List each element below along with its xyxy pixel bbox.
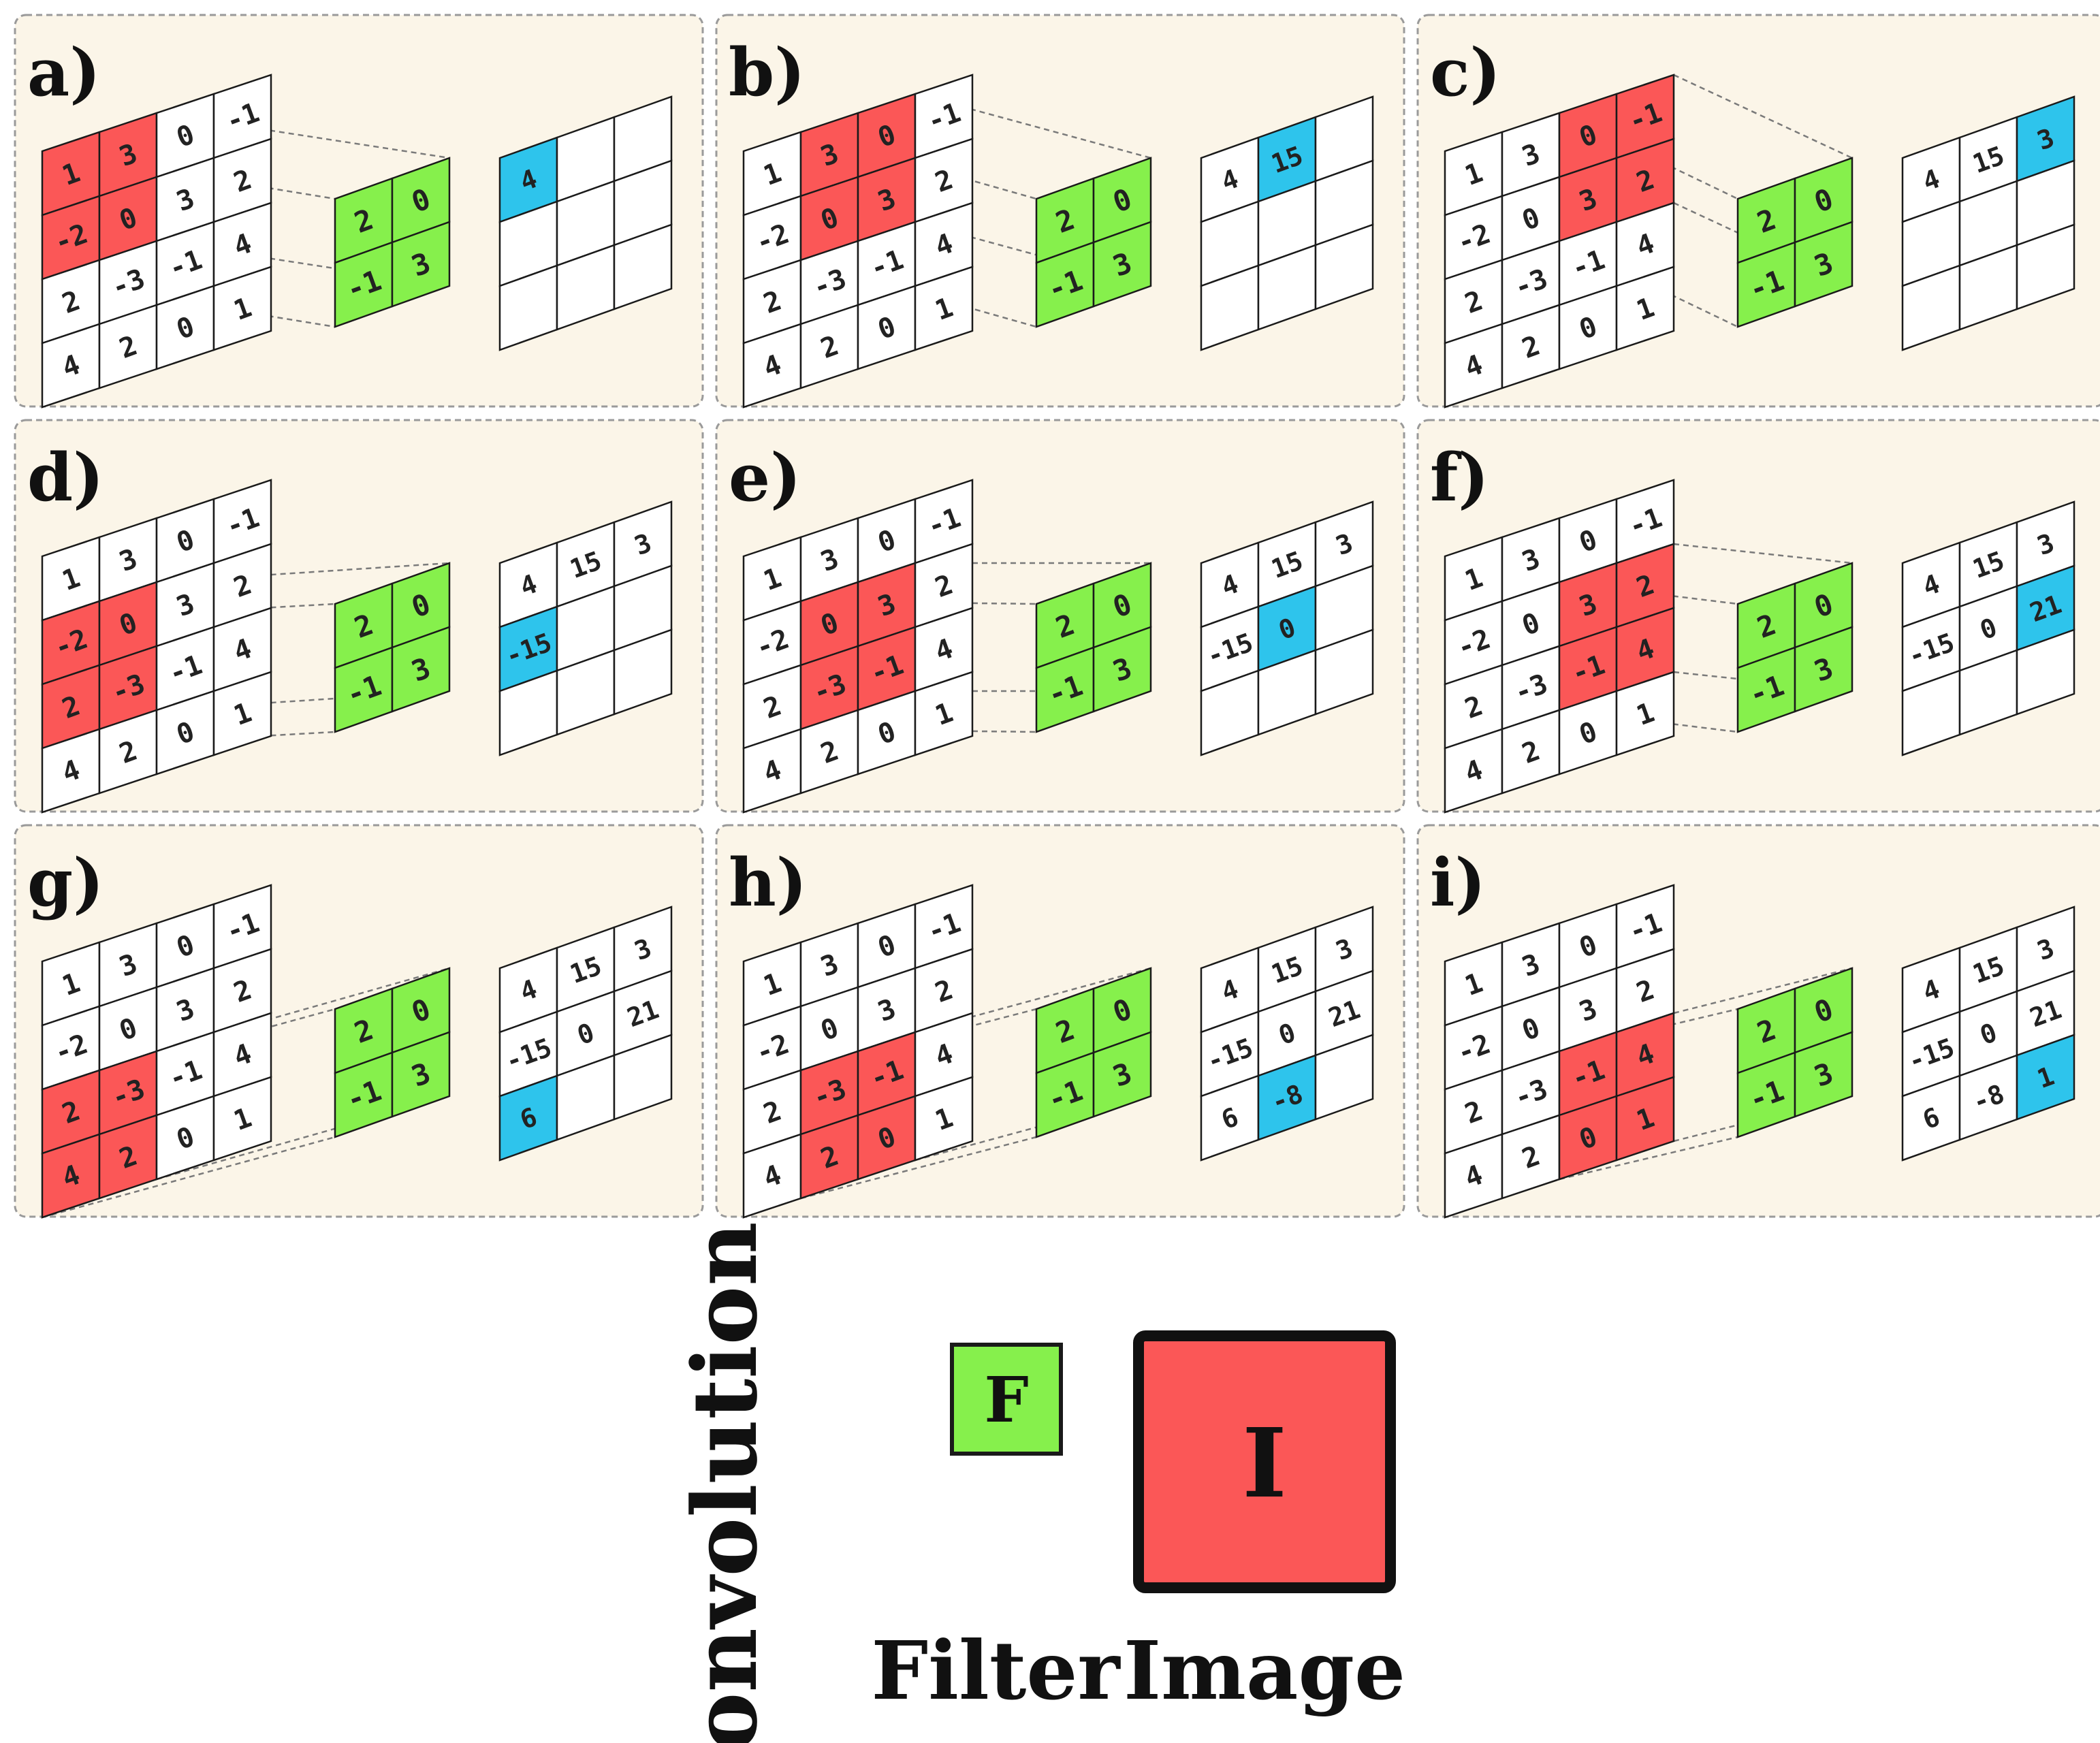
projection-line	[156, 1095, 450, 1181]
filter-cell	[391, 626, 451, 713]
legend-filter-label: Filter	[871, 1623, 1121, 1718]
filter-cell	[391, 1031, 451, 1118]
legend-filter-symbol: F	[984, 1363, 1028, 1437]
projection-line	[1559, 1136, 1738, 1181]
image-cell	[212, 1076, 272, 1162]
image-cell	[914, 1076, 974, 1162]
legend-image-label: Image	[1124, 1623, 1405, 1718]
filter-cell	[1092, 626, 1152, 713]
output-cell	[2016, 1034, 2075, 1121]
filter-cell	[1092, 221, 1152, 308]
legend-title: Convolution	[673, 1221, 777, 1743]
filter-cell	[1794, 1031, 1854, 1118]
filter-cell	[1794, 626, 1854, 713]
image-cell	[1615, 266, 1675, 351]
output-cell	[613, 628, 673, 716]
output-cell	[2016, 223, 2075, 310]
panel-label: e)	[729, 439, 801, 516]
output-cell	[2016, 628, 2075, 716]
projection-line	[800, 1136, 1037, 1200]
image-cell	[1615, 671, 1675, 756]
image-cell	[914, 266, 974, 351]
panel-label: h)	[729, 844, 807, 921]
panel-label: g)	[27, 844, 104, 921]
projection-line	[1673, 74, 1853, 159]
panel-label: b)	[729, 34, 806, 111]
projection-line	[1673, 967, 1853, 1014]
filter-cell	[1794, 221, 1854, 308]
image-cell	[914, 671, 974, 756]
panel-label: c)	[1430, 34, 1501, 111]
output-cell	[1314, 223, 1374, 310]
panel-label: i)	[1430, 844, 1486, 921]
legend: Convolution F Filter I Image	[673, 1221, 1405, 1743]
output-cell	[1314, 628, 1374, 716]
output-cell	[1314, 1034, 1374, 1121]
projection-line	[1673, 543, 1853, 564]
filter-cell	[1092, 1031, 1152, 1118]
legend-filter-box	[950, 1343, 1063, 1456]
panel-label: a)	[27, 34, 101, 111]
output-cell	[613, 223, 673, 310]
legend-image-symbol: I	[1242, 1408, 1287, 1520]
panel-label: f)	[1430, 439, 1489, 516]
legend-image-box	[1133, 1330, 1396, 1593]
output-cell	[613, 1034, 673, 1121]
image-cell	[212, 266, 272, 351]
image-cell	[1615, 1076, 1675, 1162]
projection-line	[42, 1136, 336, 1219]
image-cell	[212, 671, 272, 756]
panel-label: d)	[27, 439, 104, 516]
output-matrix: 415	[1200, 95, 1374, 351]
filter-cell	[391, 221, 451, 308]
output-matrix: 4	[498, 95, 673, 351]
